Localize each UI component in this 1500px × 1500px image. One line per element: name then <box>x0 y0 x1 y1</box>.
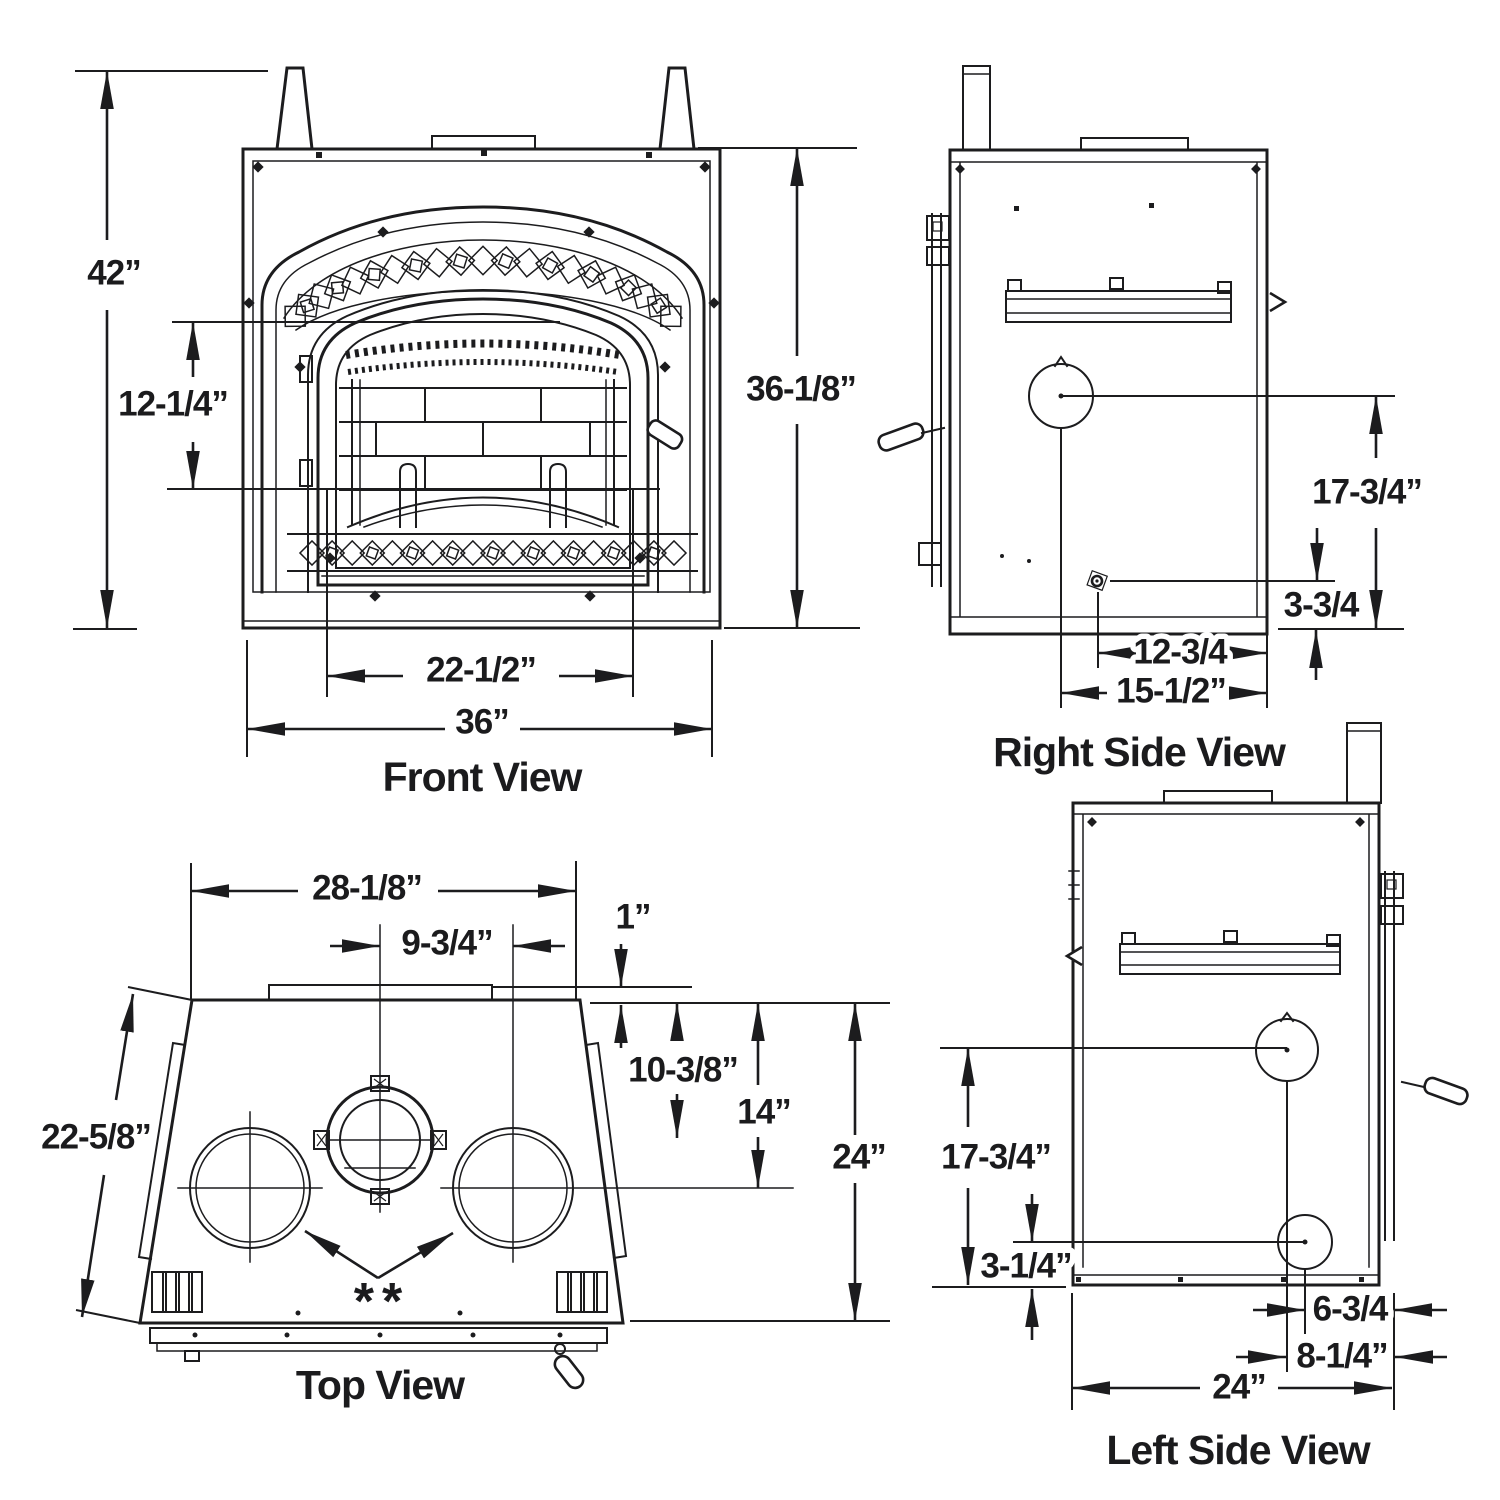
right-side-view-dimensions <box>1060 395 1404 708</box>
left-side-rail <box>137 1041 187 1261</box>
door-handle-front <box>646 419 684 450</box>
dim-top-flue-from-back: 10-3/8” <box>628 1051 738 1090</box>
door-opening-arch <box>307 288 659 593</box>
door-handle-left-view <box>1423 1076 1469 1106</box>
right-side-rail <box>584 1041 628 1260</box>
upper-grille-bottom-arc <box>294 290 672 332</box>
dim-left-depth: 24” <box>1212 1368 1265 1407</box>
top-flue-plate-left <box>1163 790 1273 804</box>
air-grate-row1 <box>345 339 621 359</box>
right-cabinet-outline <box>948 148 1269 636</box>
andirons <box>399 462 567 528</box>
base-tab <box>184 1350 200 1362</box>
dim-right-fitting-height: 3-3/4 <box>1284 586 1360 625</box>
door-hinge-upper <box>299 355 313 383</box>
dim-right-flue-height: 17-3/4” <box>1312 473 1422 512</box>
dim-left-knockout-height: 3-1/4” <box>980 1247 1071 1286</box>
flue-collar-right <box>1028 355 1094 429</box>
dim-right-flue-setback: 15-1/2” <box>1116 672 1226 711</box>
upper-grille-top-arc <box>282 239 684 320</box>
air-grate-row2 <box>347 359 619 375</box>
heat-shield-rail-left <box>1119 930 1341 975</box>
dim-top-depth: 24” <box>832 1138 885 1177</box>
lower-scroll-grille <box>298 539 688 567</box>
dim-front-door-width: 22-1/2” <box>426 651 536 690</box>
chimney-flue-pipe-left <box>1346 722 1382 804</box>
dim-top-plate-overhang: 1” <box>616 898 651 937</box>
front-view <box>241 66 722 630</box>
edge-clip-right <box>1269 291 1288 313</box>
door-hinge-lower <box>299 459 313 487</box>
dim-top-side-length: 22-5/8” <box>41 1118 151 1157</box>
firebox-door-frame <box>316 297 650 587</box>
gas-fitting-right <box>1086 569 1109 592</box>
dim-top-flue-to-duct: 9-3/4” <box>401 924 492 963</box>
left-side-view-dimensions <box>932 1047 1447 1410</box>
dim-front-unit-height: 36-1/8” <box>746 370 856 409</box>
left-standoff-tab <box>275 66 314 151</box>
left-side-view <box>1064 722 1469 1287</box>
right-standoff-tab <box>658 66 696 151</box>
dim-right-fitting-setback: 12-3/4 <box>1133 633 1228 672</box>
top-view-dimensions <box>75 861 890 1324</box>
front-face-rails-left <box>1068 870 1404 1241</box>
dim-left-flue-height: 17-3/4” <box>941 1138 1051 1177</box>
edge-clip-left <box>1064 945 1083 967</box>
right-duct-knockout <box>440 924 794 1263</box>
top-flue-plate-right <box>1080 137 1189 151</box>
log-set <box>346 496 620 529</box>
firebrick-pattern <box>339 379 627 526</box>
dim-left-flue-setback: 8-1/4” <box>1296 1337 1387 1376</box>
dim-top-back-width: 28-1/8” <box>312 869 422 908</box>
front-view-title: Front View <box>383 754 583 800</box>
left-cabinet-outline <box>1071 801 1381 1287</box>
dim-front-overall-height: 42” <box>87 254 140 293</box>
upper-scroll-grille <box>284 245 682 328</box>
door-glass <box>335 312 631 569</box>
arched-surround-outer <box>260 205 706 594</box>
duct-knockout-note: ** <box>354 1273 410 1331</box>
dim-front-glass-height: 12-1/4” <box>118 385 228 424</box>
arched-surround-inner <box>275 221 691 593</box>
heat-shield-rail-right <box>1005 277 1232 323</box>
chimney-flue-pipe-right <box>962 65 991 151</box>
left-view-fasteners <box>1076 817 1365 1282</box>
right-view-fasteners <box>955 164 1261 563</box>
center-flue-collar-top <box>313 924 447 1213</box>
top-flue-plate-front <box>431 135 536 150</box>
top-view <box>137 924 794 1390</box>
right-vent <box>556 1271 608 1313</box>
right-side-view-title: Right Side View <box>993 729 1286 775</box>
top-view-bolts <box>192 1310 563 1338</box>
door-handle-right-view <box>877 422 925 452</box>
lower-grille-frame <box>287 533 698 572</box>
door-handle-top-view <box>553 1343 585 1390</box>
right-side-view <box>877 65 1288 636</box>
note-arrows <box>304 1229 454 1280</box>
dim-top-duct-from-back: 14” <box>737 1093 790 1132</box>
front-face-rails-right <box>918 213 950 587</box>
dim-front-overall-width: 36” <box>455 703 508 742</box>
left-duct-knockout <box>177 1111 323 1263</box>
left-side-view-title: Left Side View <box>1106 1427 1370 1473</box>
dim-left-knockout-setback: 6-3/4 <box>1313 1290 1389 1329</box>
top-view-title: Top View <box>296 1362 465 1408</box>
left-vent <box>151 1271 203 1313</box>
front-view-dimensions <box>73 70 860 757</box>
